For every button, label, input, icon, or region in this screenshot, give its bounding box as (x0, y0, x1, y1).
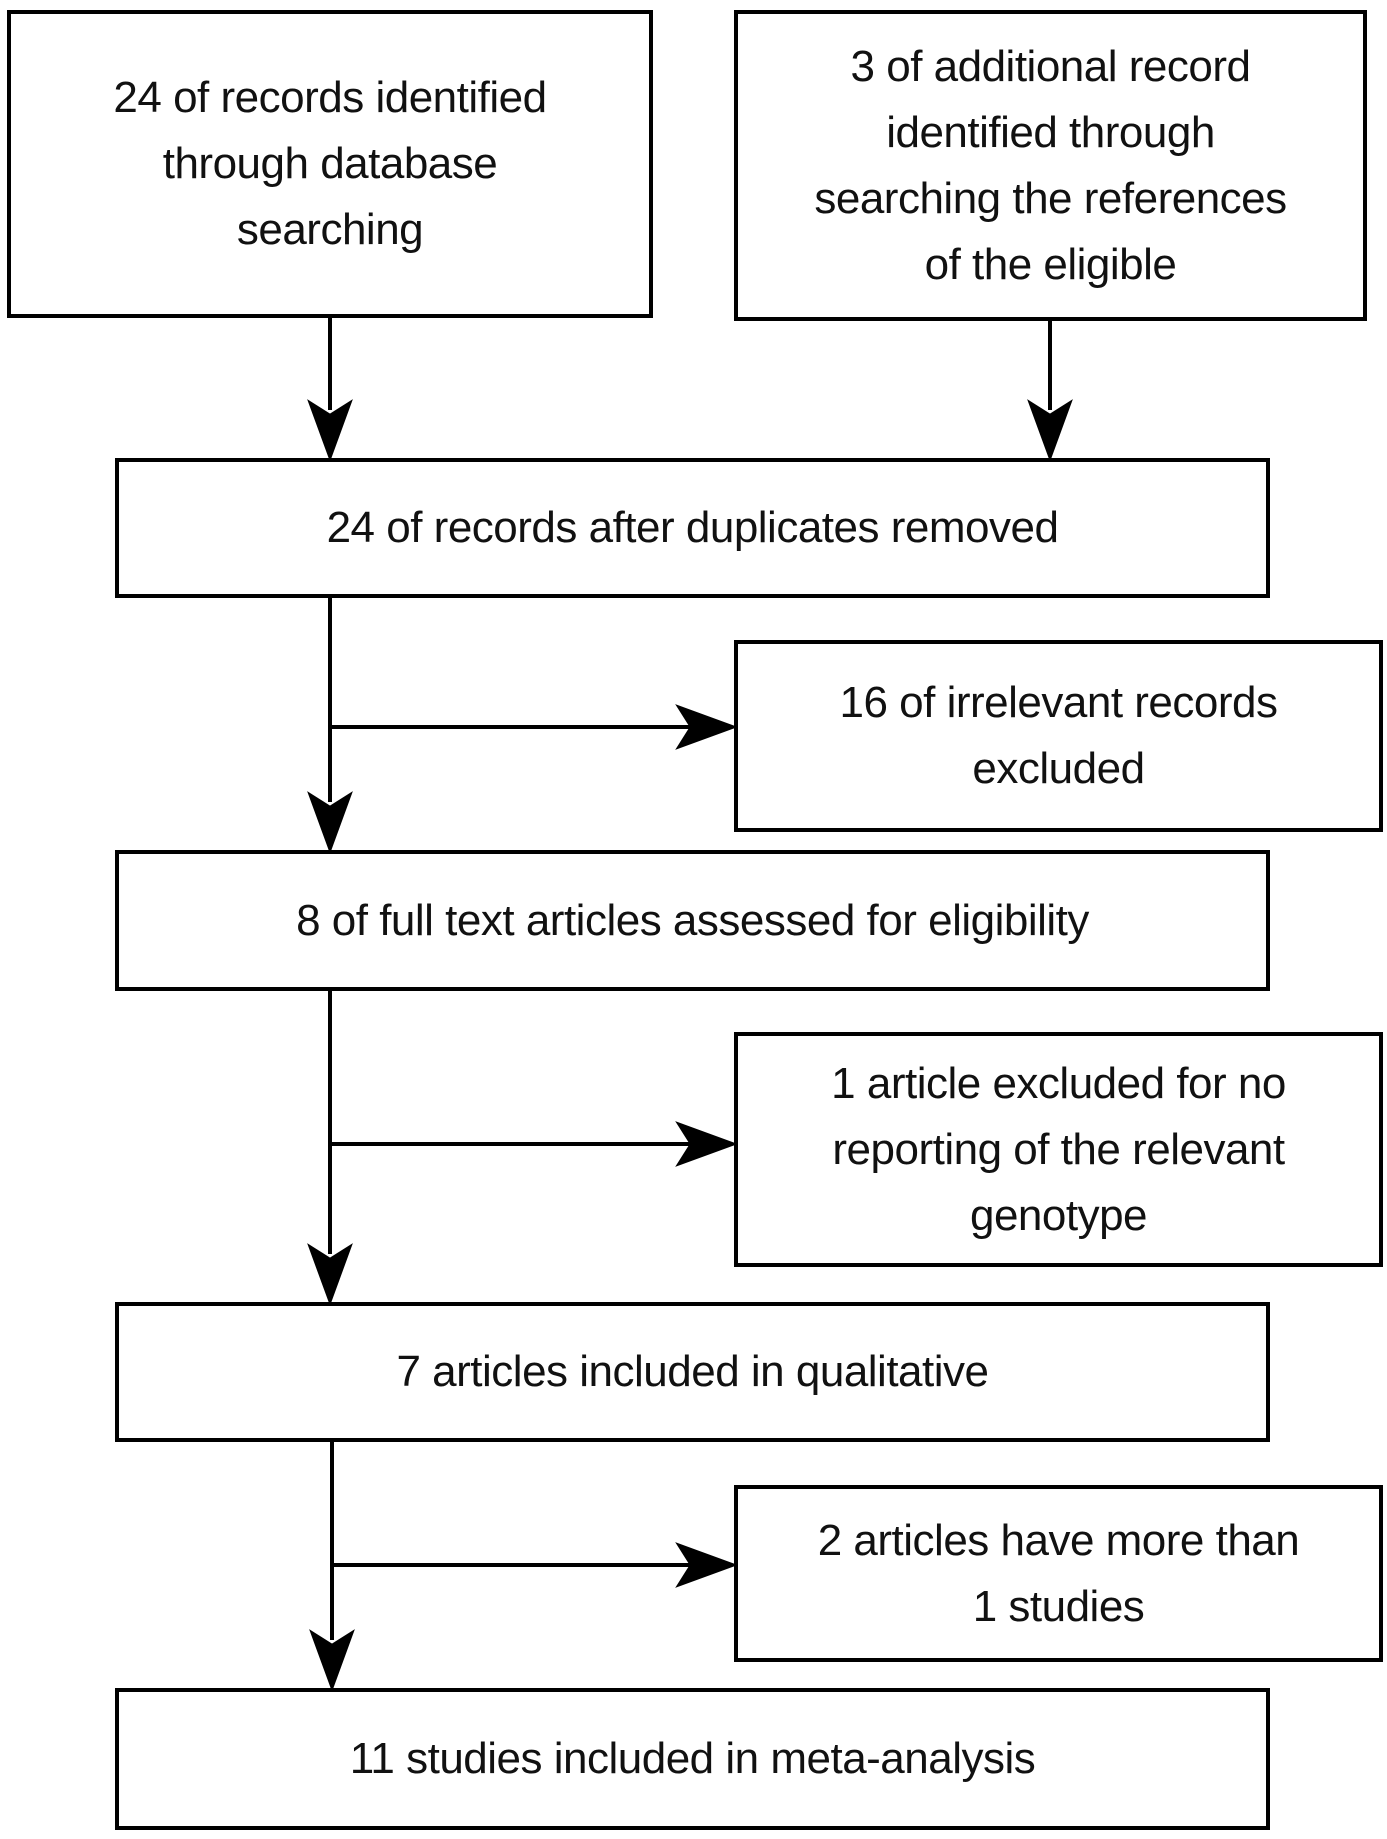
box-fulltext-articles-assessed: 8 of full text articles assessed for eli… (115, 850, 1270, 991)
arrow-references-to-duplicates (1027, 321, 1073, 462)
box-records-after-duplicates-removed-label: 24 of records after duplicates removed (326, 503, 1059, 552)
box-articles-more-than-one-study: 2 articles have more than 1 studies (734, 1485, 1383, 1662)
arrow-fulltext-to-qualitative (307, 991, 353, 1306)
box-studies-included-meta-analysis-label: 11 studies included in meta-analysis (349, 1734, 1036, 1783)
arrow-database-to-duplicates (307, 318, 353, 462)
box-studies-included-meta-analysis: 11 studies included in meta-analysis (115, 1688, 1270, 1830)
box-records-identified-references: 3 of additional record identified throug… (734, 10, 1367, 321)
box-records-identified-database: 24 of records identified through databas… (7, 10, 653, 318)
box-irrelevant-records-excluded: 16 of irrelevant records excluded (734, 640, 1383, 832)
box-articles-included-qualitative: 7 articles included in qualitative (115, 1302, 1270, 1442)
box-records-identified-references-label: 3 of additional record identified throug… (814, 41, 1287, 289)
box-records-identified-database-label: 24 of records identified through databas… (113, 73, 547, 254)
arrow-branch-morethan (332, 1542, 738, 1588)
arrow-duplicates-to-fulltext (307, 598, 353, 854)
box-articles-included-qualitative-label: 7 articles included in qualitative (396, 1347, 989, 1396)
box-records-after-duplicates-removed: 24 of records after duplicates removed (115, 458, 1270, 598)
arrow-qualitative-to-meta (309, 1442, 355, 1692)
arrow-branch-genotype (330, 1121, 738, 1167)
box-article-excluded-genotype-label: 1 article excluded for no reporting of t… (831, 1058, 1286, 1240)
box-irrelevant-records-excluded-label: 16 of irrelevant records excluded (839, 678, 1279, 793)
box-fulltext-articles-assessed-label: 8 of full text articles assessed for eli… (296, 895, 1089, 945)
box-articles-more-than-one-study-label: 2 articles have more than 1 studies (817, 1515, 1300, 1631)
arrow-branch-irrelevant (330, 704, 738, 750)
box-article-excluded-genotype: 1 article excluded for no reporting of t… (734, 1032, 1383, 1267)
